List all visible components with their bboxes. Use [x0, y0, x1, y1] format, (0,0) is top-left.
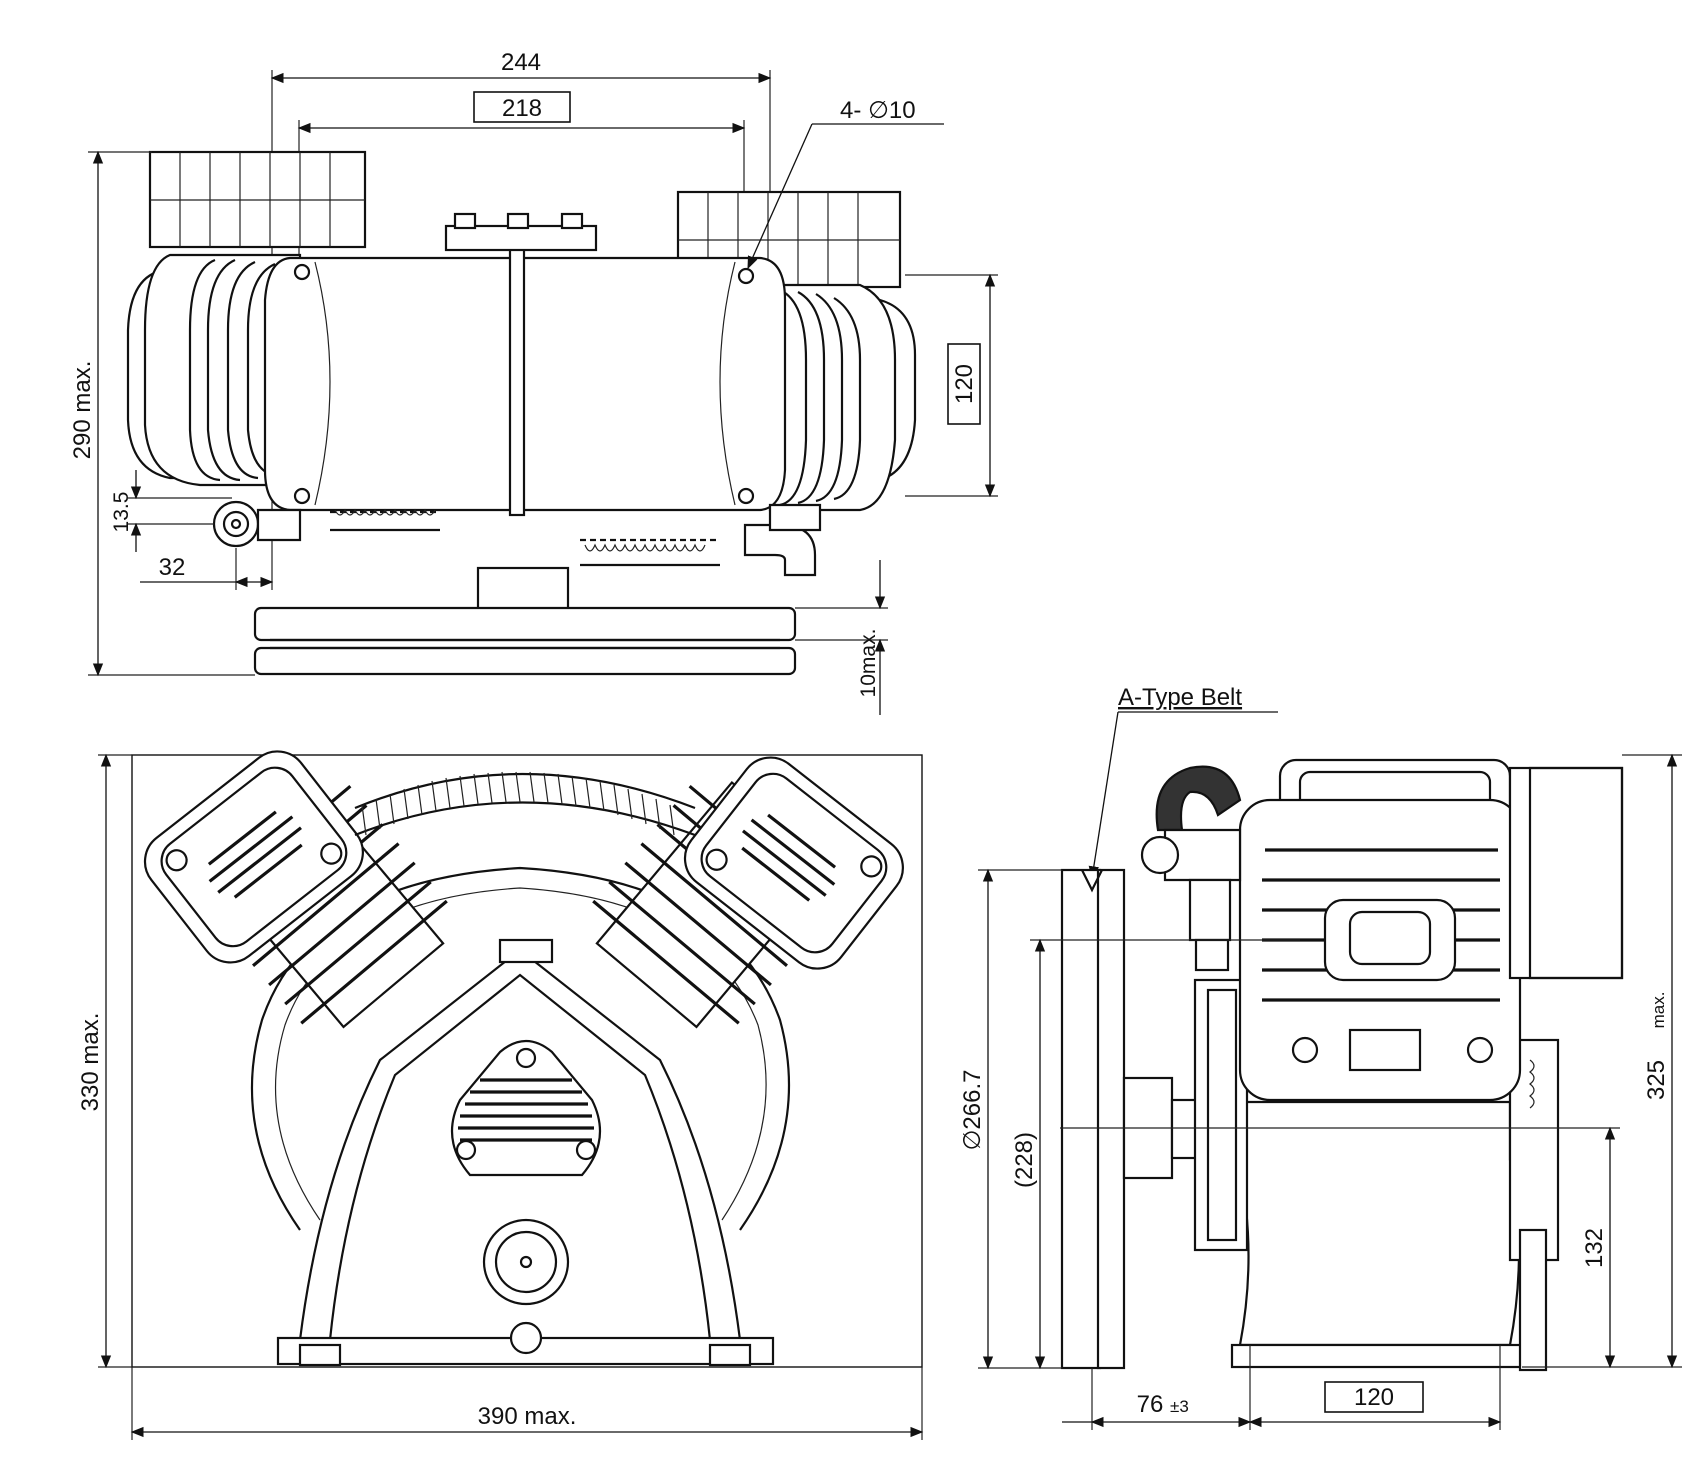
- side-pulley: [1060, 868, 1204, 1370]
- front-view: 330 max. 390 max.: [77, 750, 924, 1440]
- side-crankcase: [1193, 978, 1560, 1372]
- dim-76-tolerance: ±3: [1170, 1397, 1189, 1416]
- top-hose-springs: [212, 500, 822, 577]
- side-view: A-Type Belt: [959, 684, 1682, 1430]
- front-window-grille: [458, 1078, 594, 1142]
- dim-76: 76: [1137, 1391, 1164, 1418]
- top-crankcase: [263, 212, 787, 517]
- dim-330: 330 max.: [77, 1013, 104, 1112]
- dim-290: 290 max.: [69, 361, 96, 460]
- top-pulley: [253, 566, 797, 676]
- dim-pulley-outer-diameter: ∅266.7: [959, 1070, 986, 1151]
- dim-13-5: 13.5: [110, 492, 133, 533]
- dim-hole-callout: 4- ∅10: [840, 97, 916, 124]
- side-cooler: [1508, 766, 1624, 980]
- dim-390: 390 max.: [478, 1403, 577, 1430]
- dim-120-side: 120: [1354, 1384, 1394, 1411]
- dim-132: 132: [1581, 1228, 1608, 1268]
- side-elbow-hose: [1140, 765, 1242, 972]
- top-left-cylinder: [126, 253, 302, 487]
- front-left-head: [143, 750, 364, 964]
- top-cooler-left: [148, 150, 367, 249]
- dim-325-suffix: max.: [1649, 992, 1668, 1029]
- front-right-head: [683, 756, 904, 970]
- dim-pulley-pitch-diameter: (228): [1011, 1132, 1038, 1188]
- top-view: 244 218 4- ∅10 290 max. 120 13.5 32: [69, 49, 998, 715]
- dim-120-side-box: [1324, 1381, 1424, 1413]
- dim-218: 218: [502, 95, 542, 122]
- dim-120-top-box: [947, 343, 981, 425]
- dim-32: 32: [159, 554, 186, 581]
- side-cylinder: [1238, 758, 1522, 1102]
- dim-10max: 10max.: [857, 629, 880, 698]
- belt-label: A-Type Belt: [1118, 684, 1242, 711]
- dim-218-box: [473, 91, 571, 123]
- front-envelope: [131, 754, 923, 1368]
- dim-325: 325: [1643, 1060, 1670, 1100]
- top-right-cylinder: [768, 283, 917, 512]
- dim-120-top: 120: [951, 364, 978, 404]
- dim-244: 244: [501, 49, 541, 76]
